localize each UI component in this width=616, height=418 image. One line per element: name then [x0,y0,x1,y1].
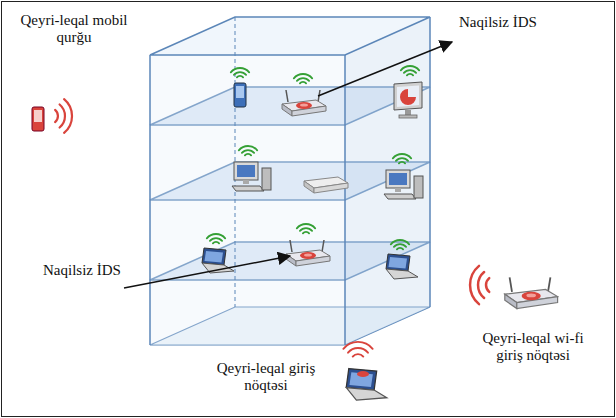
building [150,17,430,345]
devices [202,66,423,279]
ids-label: Naqilsiz İDS [40,262,124,279]
device-label: Qeyri-leqal mobil qurğu [20,12,128,46]
access-point-label: Qeyri-leqal giriş nöqtəsi [206,360,326,394]
ids-label: Naqilsiz İDS [456,14,540,31]
rogue-devices [32,99,558,400]
access-point-label: Qeyri-leqal wi-fi giriş nöqtəsi [468,330,598,364]
leader-arrows [124,42,452,288]
